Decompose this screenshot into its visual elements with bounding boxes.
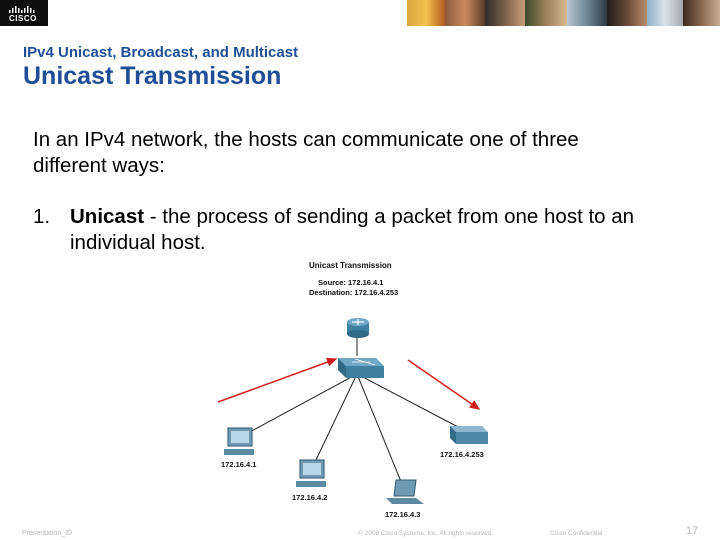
list-body: Unicast - the process of sending a packe…	[70, 204, 650, 256]
host-label-4: 172.16.4.253	[440, 450, 484, 459]
list-number: 1.	[33, 205, 51, 228]
host-label-1: 172.16.4.1	[221, 460, 257, 469]
diagram-canvas	[217, 318, 488, 504]
cisco-logo: CISCO	[0, 0, 48, 26]
unicast-diagram: Unicast Transmission Source: 172.16.4.1 …	[210, 256, 510, 521]
header-photo-strip	[407, 0, 720, 26]
diagram-title: Unicast Transmission	[309, 261, 392, 270]
footer-confidential: Cisco Confidential	[550, 530, 603, 537]
laptop-icon	[386, 479, 424, 504]
cisco-bridge-icon	[9, 6, 35, 13]
host-label-3: 172.16.4.3	[385, 510, 421, 519]
unicast-arrow-in	[217, 357, 338, 403]
slide-subtitle: IPv4 Unicast, Broadcast, and Multicast	[23, 44, 299, 61]
footer-copyright: © 2008 Cisco Systems, Inc. All rights re…	[358, 530, 494, 537]
network-links	[245, 338, 461, 485]
router-icon	[347, 318, 369, 338]
footer-presentation-id: Presentation_ID	[22, 530, 73, 537]
diagram-destination: Destination: 172.16.4.253	[309, 288, 399, 297]
slide-title: Unicast Transmission	[23, 62, 282, 90]
list-term: Unicast	[70, 205, 145, 228]
desktop-computer-icon	[224, 427, 254, 455]
diagram-source: Source: 172.16.4.1	[318, 278, 384, 287]
intro-paragraph: In an IPv4 network, the hosts can commun…	[33, 128, 579, 177]
printer-icon	[450, 426, 488, 444]
page-number: 17	[686, 525, 699, 537]
list-text: - the process of sending a packet from o…	[70, 205, 635, 254]
logo-text: CISCO	[9, 14, 37, 23]
header-banner: CISCO	[0, 0, 720, 26]
host-label-2: 172.16.4.2	[292, 493, 328, 502]
switch-icon	[338, 358, 384, 378]
desktop-computer-icon	[296, 459, 326, 487]
unicast-arrow-out	[407, 359, 481, 410]
